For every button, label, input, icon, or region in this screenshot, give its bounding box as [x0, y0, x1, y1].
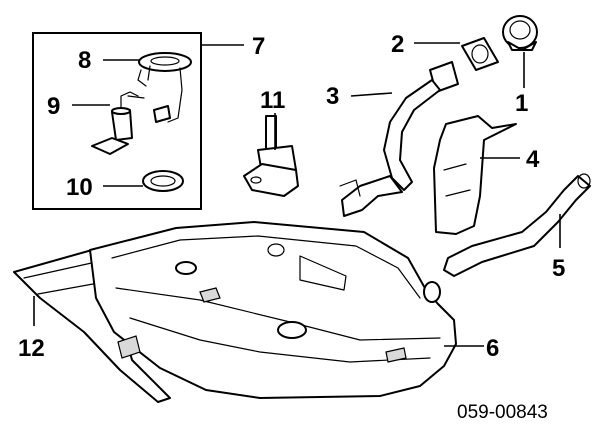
- callout-11: 11: [260, 87, 285, 114]
- callout-6: 6: [486, 335, 499, 362]
- callout-3: 3: [326, 83, 339, 110]
- leader-line-3: [350, 92, 393, 97]
- pump-assembly-inset-box: [32, 32, 202, 210]
- callout-2: 2: [391, 31, 404, 58]
- part-9-fuel-pump: [91, 91, 145, 155]
- part-3-filler-pipe: [339, 61, 459, 217]
- callout-10: 10: [66, 174, 93, 201]
- part-10-gasket: [142, 170, 184, 192]
- diagram-code: 059-00843: [457, 402, 548, 423]
- part-2-filler-seal: [461, 37, 499, 71]
- part-11-sender-unit: [243, 115, 299, 197]
- part-5-hose: [443, 173, 591, 277]
- part-1-fuel-cap: [502, 15, 538, 51]
- callout-5: 5: [552, 255, 565, 282]
- callout-1: 1: [515, 90, 528, 117]
- callout-8: 8: [78, 47, 91, 74]
- callout-4: 4: [526, 146, 540, 173]
- part-6-fuel-tank: [89, 221, 457, 399]
- part-8-pump-bracket: [137, 52, 192, 123]
- part-4-heat-shield: [433, 115, 517, 235]
- callout-9: 9: [47, 93, 60, 120]
- callout-12: 12: [18, 335, 45, 362]
- callout-7: 7: [252, 33, 265, 60]
